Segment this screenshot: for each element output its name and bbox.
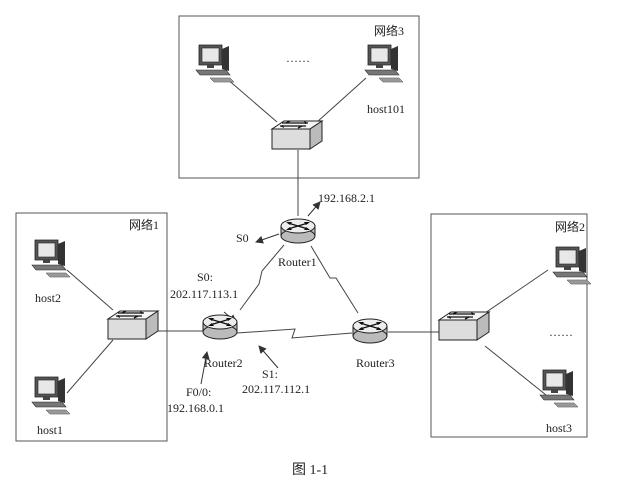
network1-label: 网络1 [129,217,159,232]
switch-icon-network3 [271,120,323,150]
computer-icon-net2-top [552,246,592,285]
net2-ellipsis: …… [549,325,573,339]
host1-label: host1 [37,423,63,437]
network2-box [430,213,588,438]
network3-box [178,15,420,179]
router1-s0-label: S0 [236,231,249,245]
router2-label: Router2 [204,356,243,370]
host101-label: host101 [367,102,405,116]
router3-label: Router3 [356,356,395,370]
connection-lines [66,77,549,396]
router1-icon [280,218,316,244]
network3-label: 网络3 [374,23,404,38]
router2-s0-name: S0: [197,270,213,284]
computer-icon-net3-left [195,44,235,83]
host2-label: host2 [35,291,61,305]
network2-label: 网络2 [555,219,585,234]
router2-f0-name: F0/0: [186,385,211,399]
router1-label: Router1 [278,255,317,269]
host3-label: host3 [546,421,572,435]
router2-s0-ip: 202.117.113.1 [170,287,238,301]
network1-box [15,212,168,442]
computer-icon-host1 [31,376,71,415]
router2-icon [202,314,238,340]
switch-icon-network1 [107,310,159,340]
computer-icon-host3 [539,369,579,408]
computer-icon-host2 [31,239,71,278]
figure-caption: 图 1-1 [292,463,328,478]
switch-icon-network2 [438,311,490,341]
router2-f0-ip: 192.168.0.1 [167,401,224,415]
router3-icon [352,318,388,344]
net3-ellipsis: …… [286,51,310,65]
computer-icon-host101 [364,44,404,83]
router2-s1-ip: 202.117.112.1 [242,382,310,396]
router2-s1-name: S1: [262,367,278,381]
router1-ip-label: 192.168.2.1 [318,191,375,205]
